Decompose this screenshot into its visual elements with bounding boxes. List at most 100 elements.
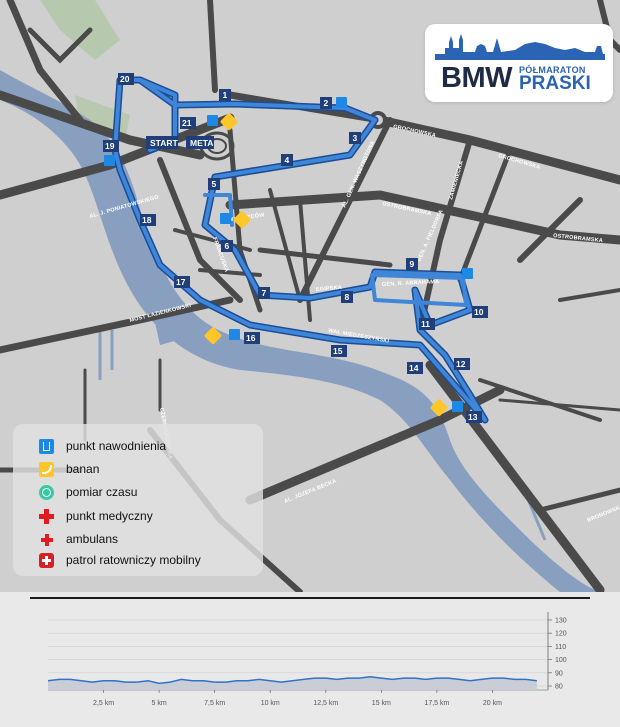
km-marker[interactable]: 10: [472, 306, 488, 318]
elevation-area: [48, 676, 537, 690]
water-cup-icon: [452, 401, 463, 412]
medical-cross-icon: [39, 508, 54, 524]
vistula-river: [0, 70, 600, 592]
km-marker[interactable]: 19: [103, 140, 119, 152]
x-tick-label: 10 km: [261, 700, 280, 707]
elevation-grid: [48, 619, 548, 687]
water-cup-icon: [229, 329, 240, 340]
svg-text:18: 18: [142, 215, 152, 225]
legend-label: patrol ratowniczy mobilny: [66, 553, 201, 567]
km-marker[interactable]: 14: [407, 362, 423, 374]
park-area: [40, 0, 120, 60]
banana-icon: [430, 399, 448, 417]
km-marker[interactable]: 21: [180, 117, 196, 129]
km-marker[interactable]: 5: [208, 178, 220, 190]
legend-label: punkt medyczny: [66, 509, 153, 523]
svg-text:10: 10: [474, 307, 484, 317]
y-tick-label: 90: [555, 670, 563, 677]
legend-item-medical: punkt medyczny: [39, 508, 153, 524]
legend-item-banana: banan: [39, 461, 99, 477]
svg-text:21: 21: [182, 118, 192, 128]
legend-item-ambulance: ambulans: [39, 531, 118, 547]
legend-item-timing: pomiar czasu: [39, 484, 137, 500]
km-markers: 1 2 3 4 5 6 7 8 9 10 11 12 13 14 15 16 1…: [103, 73, 488, 423]
svg-text:17: 17: [176, 277, 186, 287]
km-marker[interactable]: 17: [174, 276, 190, 288]
water-cup-icon: [39, 438, 54, 454]
logo-subtitle-top: PÓŁMARATON: [519, 65, 586, 75]
banana-icon: [39, 461, 54, 477]
water-cup-icon: [220, 213, 231, 224]
clock-icon: [39, 484, 54, 500]
legend-label: punkt nawodnienia: [66, 439, 167, 453]
logo-subtitle-main: PRASKI: [519, 73, 591, 94]
start-finish: START META: [146, 136, 214, 149]
km-marker[interactable]: 1: [219, 89, 231, 101]
svg-text:6: 6: [225, 241, 230, 251]
start-label: START: [150, 138, 179, 148]
svg-text:2: 2: [324, 98, 329, 108]
svg-text:8: 8: [345, 292, 350, 302]
legend-label: banan: [66, 462, 100, 476]
svg-text:19: 19: [105, 141, 115, 151]
x-tick-label: 17,5 km: [424, 700, 449, 707]
ambulance-cross-icon: [39, 532, 54, 547]
legend-label: pomiar czasu: [66, 485, 138, 499]
map-service-icons: [104, 97, 473, 417]
elevation-y-ticks: 130 120 110 100 90 80: [547, 612, 567, 691]
street-ostrobramska-2: OSTROBRAMSKA: [553, 233, 603, 244]
legend-item-patrol: patrol ratowniczy mobilny: [39, 552, 201, 568]
banana-icon: [233, 211, 251, 229]
svg-text:16: 16: [246, 333, 256, 343]
banana-icon: [204, 327, 222, 345]
km-marker[interactable]: 2: [320, 97, 332, 109]
water-cup-icon: [104, 155, 115, 166]
harbour-basin: [335, 360, 395, 405]
km-marker[interactable]: 7: [258, 287, 270, 299]
km-marker[interactable]: 12: [454, 358, 470, 370]
svg-text:12: 12: [456, 359, 466, 369]
banana-icon: [220, 113, 238, 131]
finish-sign: [186, 136, 214, 149]
svg-text:11: 11: [421, 319, 430, 329]
km-marker[interactable]: 18: [140, 214, 156, 226]
svg-text:3: 3: [353, 133, 358, 143]
x-tick-label: 7,5 km: [204, 700, 225, 707]
mobile-rescue-patrol-icon: [39, 552, 54, 568]
km-marker[interactable]: 13: [466, 411, 482, 423]
map-legend: punkt nawodnienia banan pomiar czasu pun…: [13, 424, 263, 576]
km-marker[interactable]: 3: [349, 132, 361, 144]
finish-label: META: [190, 138, 213, 148]
km-marker[interactable]: 15: [331, 345, 347, 357]
y-tick-label: 100: [555, 657, 567, 664]
legend-label: ambulans: [66, 532, 119, 546]
y-tick-label: 80: [555, 684, 563, 691]
water-cup-icon: [336, 97, 347, 108]
svg-text:13: 13: [468, 412, 478, 422]
street-egipska: EGIPSKA: [316, 285, 343, 293]
y-tick-label: 110: [555, 644, 566, 651]
water-cup-icon: [462, 268, 473, 279]
km-marker[interactable]: 8: [341, 291, 353, 303]
km-marker[interactable]: 16: [244, 332, 260, 344]
y-tick-label: 120: [555, 631, 567, 638]
y-tick-label: 130: [555, 617, 567, 624]
svg-text:5: 5: [212, 179, 217, 189]
km-marker[interactable]: 11: [419, 318, 435, 330]
km-marker[interactable]: 9: [406, 258, 418, 270]
warsaw-skyline-icon: [435, 34, 605, 60]
canal: [98, 330, 114, 380]
x-tick-label: 15 km: [372, 700, 391, 707]
km-marker[interactable]: 4: [281, 154, 293, 166]
x-tick-label: 2,5 km: [93, 700, 114, 707]
race-logo: BMW PÓŁMARATON PRASKI: [425, 24, 613, 102]
km-marker[interactable]: 6: [221, 240, 233, 252]
svg-text:14: 14: [409, 363, 419, 373]
km-marker[interactable]: 20: [118, 73, 134, 85]
start-sign: [146, 136, 178, 149]
elevation-line: [47, 676, 537, 685]
svg-text:9: 9: [410, 259, 415, 269]
svg-text:1: 1: [223, 90, 228, 100]
